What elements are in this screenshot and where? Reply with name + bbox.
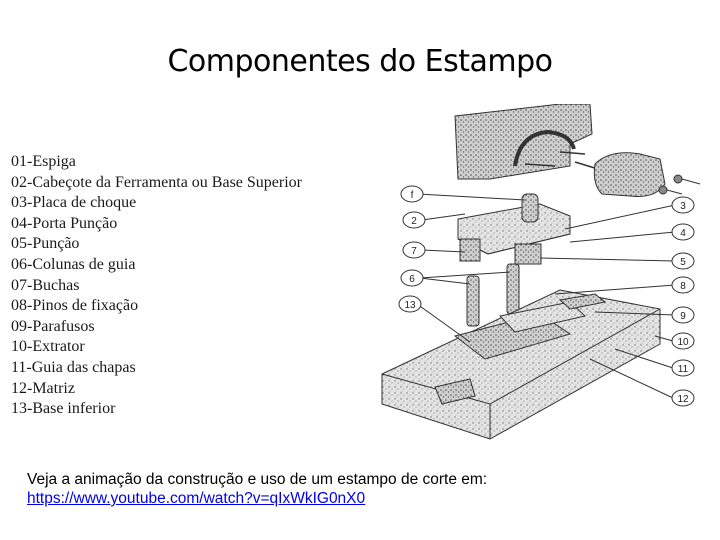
parts-list-item: 02-Cabeçote da Ferramenta ou Base Superi… xyxy=(11,173,302,194)
item-label: Cabeçote da Ferramenta ou Base Superior xyxy=(32,173,303,191)
item-label: Punção xyxy=(32,235,80,253)
item-number: 06- xyxy=(11,255,33,273)
youtube-link[interactable]: https://www.youtube.com/watch?v=qIxWkIG0… xyxy=(27,490,366,507)
stamping-die-diagram: f 2 3 4 7 5 6 xyxy=(370,103,720,440)
parts-list-item: 03-Placa de choque xyxy=(11,193,302,214)
callout-label: 11 xyxy=(678,364,689,375)
item-number: 05- xyxy=(11,235,33,253)
item-label: Espiga xyxy=(32,153,76,170)
callout-label: 5 xyxy=(680,257,686,268)
callout-label: 10 xyxy=(677,337,689,348)
item-number: 10- xyxy=(11,338,33,356)
item-label: Guia das chapas xyxy=(31,358,136,376)
parts-list-item: 09-Parafusos xyxy=(11,317,302,338)
parts-list-item: 13-Base inferior xyxy=(11,399,302,420)
item-number: 09- xyxy=(11,317,33,335)
callout-label: 7 xyxy=(411,246,417,257)
parts-list-item: 04-Porta Punção xyxy=(11,214,302,235)
callout-label: 3 xyxy=(680,201,686,212)
callout-label: 6 xyxy=(409,274,415,285)
item-number: 04- xyxy=(11,214,33,232)
item-label: Porta Punção xyxy=(32,214,118,232)
item-number: 01- xyxy=(11,153,33,170)
parts-list-item: 12-Matriz xyxy=(11,379,302,400)
item-number: 12- xyxy=(11,379,33,397)
callout-label: 4 xyxy=(680,228,686,239)
item-number: 03- xyxy=(11,194,33,212)
footer-text: Veja a animação da construção e uso de u… xyxy=(27,471,488,488)
item-label: Pinos de fixação xyxy=(32,297,139,315)
item-label: Buchas xyxy=(32,276,80,294)
callout-label: 2 xyxy=(411,216,417,227)
parts-list-item: 08-Pinos de fixação xyxy=(11,296,302,317)
parts-list-item: 05-Punção xyxy=(11,234,302,255)
parts-list-item: 11-Guia das chapas xyxy=(11,358,302,379)
parts-list: 01-Espiga 02-Cabeçote da Ferramenta ou B… xyxy=(11,152,302,420)
callout-label: f xyxy=(411,190,414,201)
callout-label: 13 xyxy=(404,300,416,311)
item-number: 13- xyxy=(11,400,33,418)
item-number: 02- xyxy=(11,173,33,191)
item-label: Extrator xyxy=(32,338,85,356)
item-label: Placa de choque xyxy=(32,194,137,212)
parts-list-item: 01-Espiga xyxy=(11,152,302,173)
footer: Veja a animação da construção e uso de u… xyxy=(27,470,487,508)
item-label: Colunas de guia xyxy=(32,255,136,273)
parts-list-item: 07-Buchas xyxy=(11,276,302,297)
item-number: 07- xyxy=(11,276,33,294)
slide-title: Componentes do Estampo xyxy=(167,44,553,79)
parts-list-item: 10-Extrator xyxy=(11,337,302,358)
callout-label: 12 xyxy=(677,394,689,405)
item-label: Base inferior xyxy=(32,400,116,418)
item-number: 08- xyxy=(11,297,33,315)
diagram-callouts: f 2 3 4 7 5 6 xyxy=(398,185,695,407)
exploded-die-illustration: f 2 3 4 7 5 6 xyxy=(381,103,701,440)
parts-list-item: 06-Colunas de guia xyxy=(11,255,302,276)
callout-label: 9 xyxy=(680,311,686,322)
item-label: Matriz xyxy=(32,379,75,397)
callout-label: 8 xyxy=(680,281,686,292)
item-label: Parafusos xyxy=(32,317,95,335)
item-number: 11- xyxy=(11,358,32,376)
